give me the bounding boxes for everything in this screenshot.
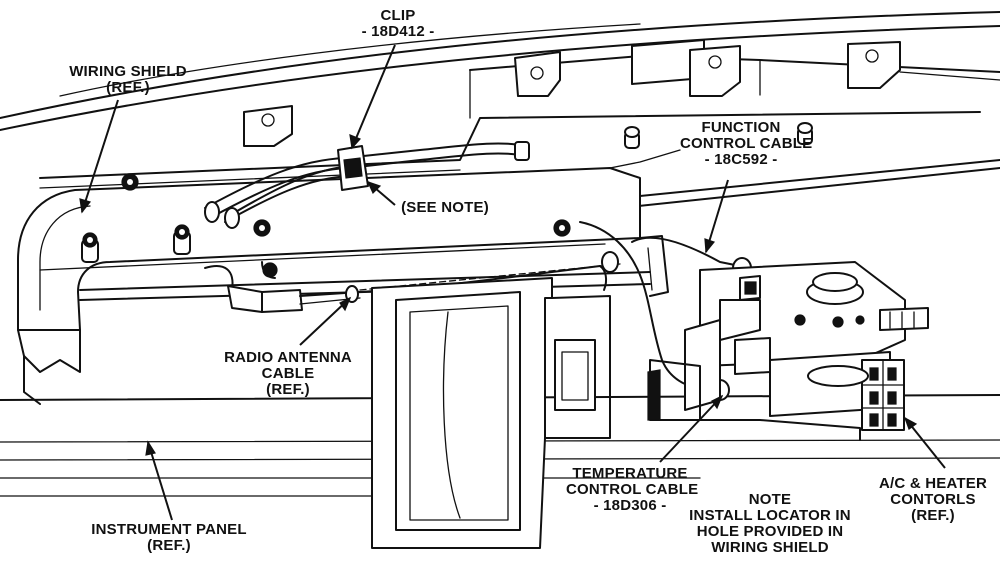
function-cable-label-line: CONTROL CABLE	[680, 135, 813, 152]
leader-arrows	[79, 44, 946, 521]
wire-bundle	[204, 141, 530, 229]
note-label-line: HOLE PROVIDED IN	[696, 523, 844, 540]
see-note-label: (SEE NOTE)	[398, 200, 492, 216]
ac-heater-label-line: (REF.)	[911, 507, 955, 524]
clip-label-line: - 18D412 -	[361, 23, 435, 40]
ac-heater-control-unit	[647, 261, 929, 441]
function-cable-label-line: - 18C592 -	[704, 151, 778, 168]
glove-box-duct	[371, 277, 611, 549]
radio-antenna-label-line: RADIO ANTENNA	[224, 349, 352, 366]
ac-heater-label-line: A/C & HEATER	[879, 475, 987, 492]
see-note-label-line: (SEE NOTE)	[401, 199, 489, 216]
radio-antenna-label: RADIO ANTENNA CABLE (REF.)	[224, 350, 352, 398]
instrument-panel-label-line: (REF.)	[147, 537, 191, 554]
wiring-shield-label-line: WIRING SHIELD	[69, 63, 187, 80]
dash-mounting-tabs	[243, 39, 1000, 147]
ac-heater-label: A/C & HEATER CONTORLS (REF.)	[878, 476, 988, 524]
note-label-line: INSTALL LOCATOR IN	[689, 507, 851, 524]
temperature-cable-label-line: TEMPERATURE	[572, 465, 688, 482]
instrument-panel-label-line: INSTRUMENT PANEL	[91, 521, 247, 538]
ac-heater-label-line: CONTORLS	[890, 491, 976, 508]
temperature-cable-label-line: - 18D306 -	[593, 497, 667, 514]
wiring-shield-label-line: (REF.)	[106, 79, 150, 96]
wiring-shield-part	[17, 167, 651, 405]
wiring-shield-label: WIRING SHIELD (REF.)	[64, 64, 192, 96]
temperature-cable-label: TEMPERATURE CONTROL CABLE - 18D306 -	[566, 465, 699, 514]
note-label-line: NOTE	[748, 491, 792, 508]
radio-antenna-cable	[204, 261, 621, 313]
function-cable-label: FUNCTION CONTROL CABLE - 18C592 -	[680, 119, 813, 168]
clip-label: CLIP - 18D412 -	[350, 8, 446, 40]
instrument-panel-label: INSTRUMENT PANEL (REF.)	[84, 522, 254, 554]
fastener-studs	[81, 122, 813, 278]
function-cable-label-line: FUNCTION	[701, 119, 781, 136]
note-label-line: WIRING SHIELD	[711, 539, 829, 556]
radio-antenna-label-line: (REF.)	[266, 381, 310, 398]
upper-dash-outline	[0, 11, 1000, 131]
clip-label-line: CLIP	[380, 7, 416, 24]
note-label: NOTE INSTALL LOCATOR IN HOLE PROVIDED IN…	[688, 492, 852, 556]
radio-antenna-label-line: CABLE	[261, 365, 315, 382]
temperature-cable-label-line: CONTROL CABLE	[566, 481, 699, 498]
